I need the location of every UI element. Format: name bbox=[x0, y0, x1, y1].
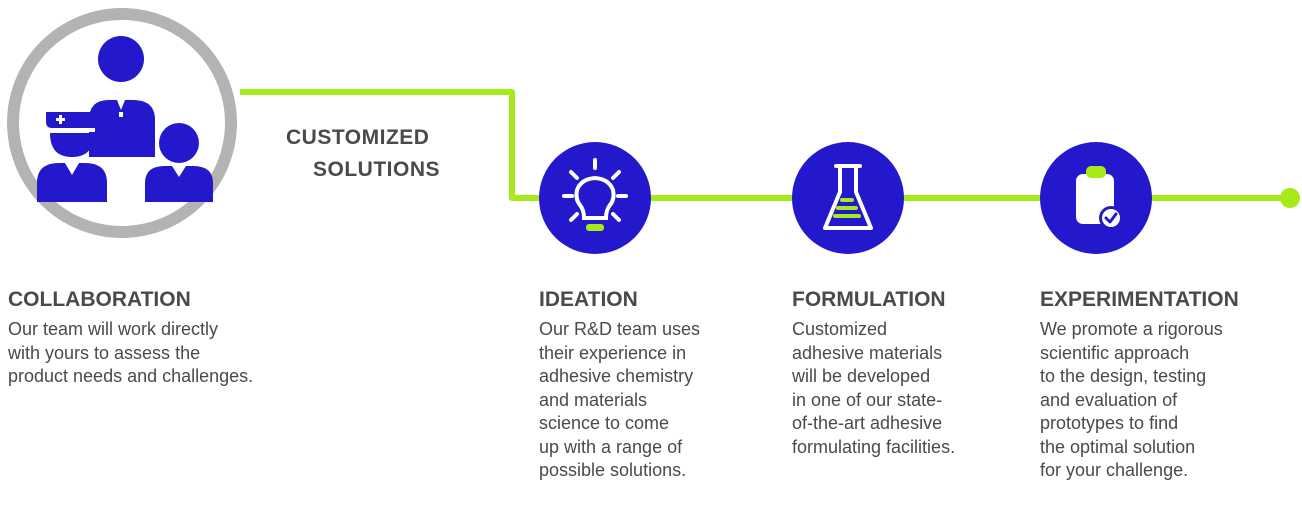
line-end-dot bbox=[1280, 188, 1300, 208]
stage-desc-formulation: Customized adhesive materials will be de… bbox=[792, 319, 956, 457]
stage-title-ideation: IDEATION bbox=[539, 288, 638, 311]
stage-title-collaboration: COLLABORATION bbox=[8, 288, 191, 311]
experimentation-circle bbox=[1040, 142, 1152, 254]
lightbulb-icon bbox=[562, 158, 628, 231]
clipboard-check-icon bbox=[1076, 166, 1123, 230]
headline-line-2: SOLUTIONS bbox=[313, 158, 441, 181]
stage-title-formulation: FORMULATION bbox=[792, 288, 946, 311]
stage-desc-collaboration: Our team will work directly with yours t… bbox=[8, 319, 254, 386]
stage-desc-experimentation: We promote a rigorous scientific approac… bbox=[1040, 319, 1223, 480]
team-people-icon bbox=[37, 36, 213, 202]
ideation-circle bbox=[539, 142, 651, 254]
flask-icon bbox=[823, 164, 873, 230]
formulation-circle bbox=[792, 142, 904, 254]
collaboration-circle bbox=[7, 8, 237, 238]
headline-line-1: CUSTOMIZED bbox=[286, 126, 430, 149]
stage-title-experimentation: EXPERIMENTATION bbox=[1040, 288, 1239, 311]
stage-desc-ideation: Our R&D team uses their experience in ad… bbox=[539, 319, 701, 480]
